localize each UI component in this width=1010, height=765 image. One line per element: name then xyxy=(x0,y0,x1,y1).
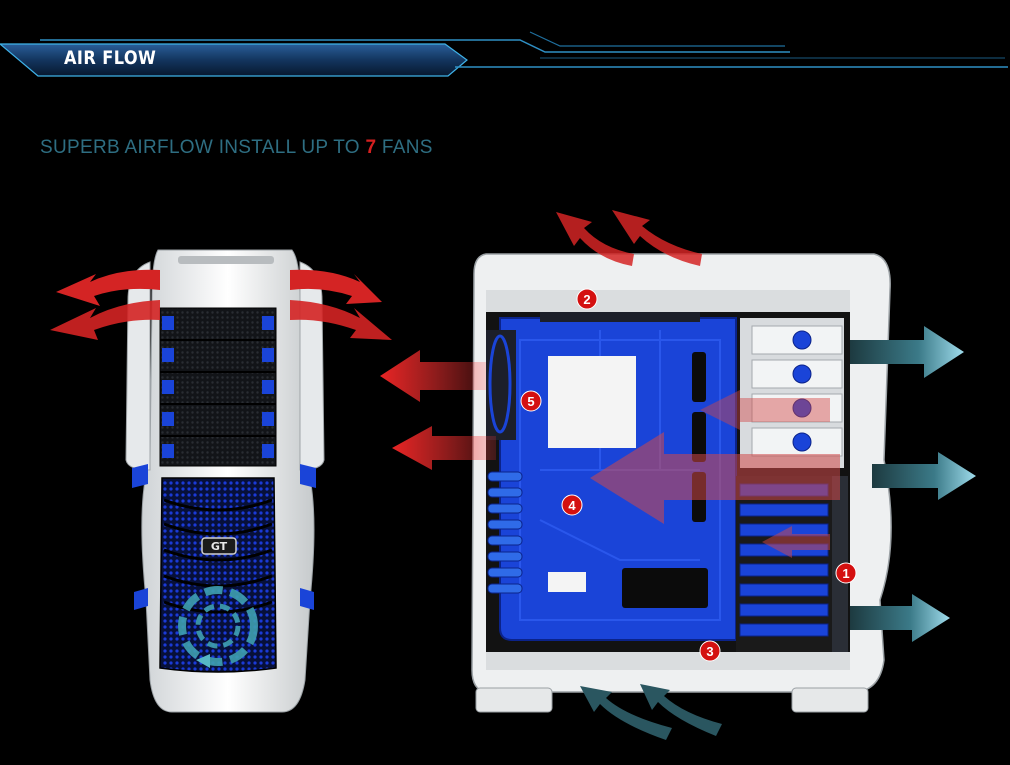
internal-flow-arrows xyxy=(590,390,840,558)
front-exhaust-arrow-left-2 xyxy=(50,300,160,340)
cpu-cutout xyxy=(548,356,636,448)
side-bottom-panel xyxy=(486,652,850,670)
drive-bay-knobs xyxy=(792,330,812,452)
front-exhaust-arrow-right-2 xyxy=(290,300,392,340)
rear-exhaust-arrow-1 xyxy=(380,350,486,402)
fan-badge-4: 4 xyxy=(561,494,583,516)
top-exhaust-arrows xyxy=(556,210,702,266)
internal-arrow-upper xyxy=(700,390,830,430)
cable-grommets xyxy=(692,352,706,522)
front-intake-arrows xyxy=(850,326,976,642)
intake-arrow-upper xyxy=(850,326,964,378)
front-exhaust-arrow-right-1 xyxy=(290,269,382,304)
rear-exhaust-arrow-2 xyxy=(392,426,496,470)
banner-plate xyxy=(0,43,468,77)
headline: SUPERB AIRFLOW INSTALL UP TO 7 FANS xyxy=(40,137,433,159)
banner-line-top xyxy=(40,39,790,53)
fan-badge-3: 3 xyxy=(699,640,721,662)
header-banner xyxy=(0,31,1008,77)
fan-badge-4-label: 4 xyxy=(568,498,576,513)
bay-4-clip-right xyxy=(262,412,274,426)
side-case-foot-right xyxy=(791,687,869,713)
side-top-panel xyxy=(486,290,850,312)
fan-badge-3-label: 3 xyxy=(706,644,713,659)
fan-badge-5-label: 5 xyxy=(527,394,534,409)
top-fan xyxy=(540,312,700,322)
front-side-wing-right xyxy=(299,261,325,471)
top-exhaust-arrow-2 xyxy=(612,210,702,266)
internal-arrow-large xyxy=(590,432,840,524)
front-side-leds xyxy=(132,464,316,610)
front-swirl-arrowhead xyxy=(196,654,210,668)
bay-2-clip-right xyxy=(262,348,274,362)
bay-1-clip-left xyxy=(162,316,174,330)
intake-arrow-lower xyxy=(850,594,950,642)
tray-cutout-small xyxy=(548,572,586,592)
front-lower-mesh: GT xyxy=(159,477,277,673)
banner-line-mid xyxy=(529,31,785,47)
bay-5-clip-right xyxy=(262,444,274,458)
section-title: AIR FLOW xyxy=(64,47,157,69)
bay-1-clip-right xyxy=(262,316,274,330)
headline-fan-count: 7 xyxy=(365,137,377,158)
front-top-exhaust-arrows xyxy=(50,269,392,340)
tray-cutout-psu xyxy=(622,568,708,608)
fan-badge-5: 5 xyxy=(520,390,542,412)
top-exhaust-arrow-1 xyxy=(556,212,634,266)
front-logo: GT xyxy=(211,540,228,553)
bottom-intake-arrow-2 xyxy=(640,684,722,736)
front-intake-fan-swirl xyxy=(178,586,258,666)
rear-exhaust-arrows xyxy=(380,350,496,470)
bay-5-clip-left xyxy=(162,444,174,458)
internal-arrow-lower xyxy=(762,526,830,558)
fan-badge-2-label: 2 xyxy=(583,292,590,307)
bottom-intake-arrows xyxy=(580,684,722,740)
side-case-foot-left xyxy=(475,687,553,713)
bay-3-clip-right xyxy=(262,380,274,394)
front-logo-badge xyxy=(201,537,237,555)
intake-arrow-middle xyxy=(872,452,976,500)
drive-cage-lower xyxy=(736,476,848,652)
fan-badge-2: 2 xyxy=(576,288,598,310)
fan-badge-1-label: 1 xyxy=(842,566,849,581)
front-side-wing-left xyxy=(125,261,151,471)
front-top-vent xyxy=(178,256,274,264)
drive-cage-upper xyxy=(740,318,844,468)
bay-2-clip-left xyxy=(162,348,174,362)
bay-4-clip-left xyxy=(162,412,174,426)
front-exhaust-arrow-left-1 xyxy=(56,269,160,306)
headline-text-after: FANS xyxy=(376,137,433,158)
front-drive-bays xyxy=(159,307,277,467)
front-case: GT xyxy=(125,249,325,713)
front-intake-fan-frame xyxy=(832,476,848,652)
bottom-intake-arrow-1 xyxy=(580,686,672,740)
headline-text-before: SUPERB AIRFLOW INSTALL UP TO xyxy=(40,137,366,158)
rear-fan xyxy=(486,330,516,440)
rear-expansion-slots xyxy=(487,471,523,594)
fan-badge-1: 1 xyxy=(835,562,857,584)
bay-3-clip-left xyxy=(162,380,174,394)
